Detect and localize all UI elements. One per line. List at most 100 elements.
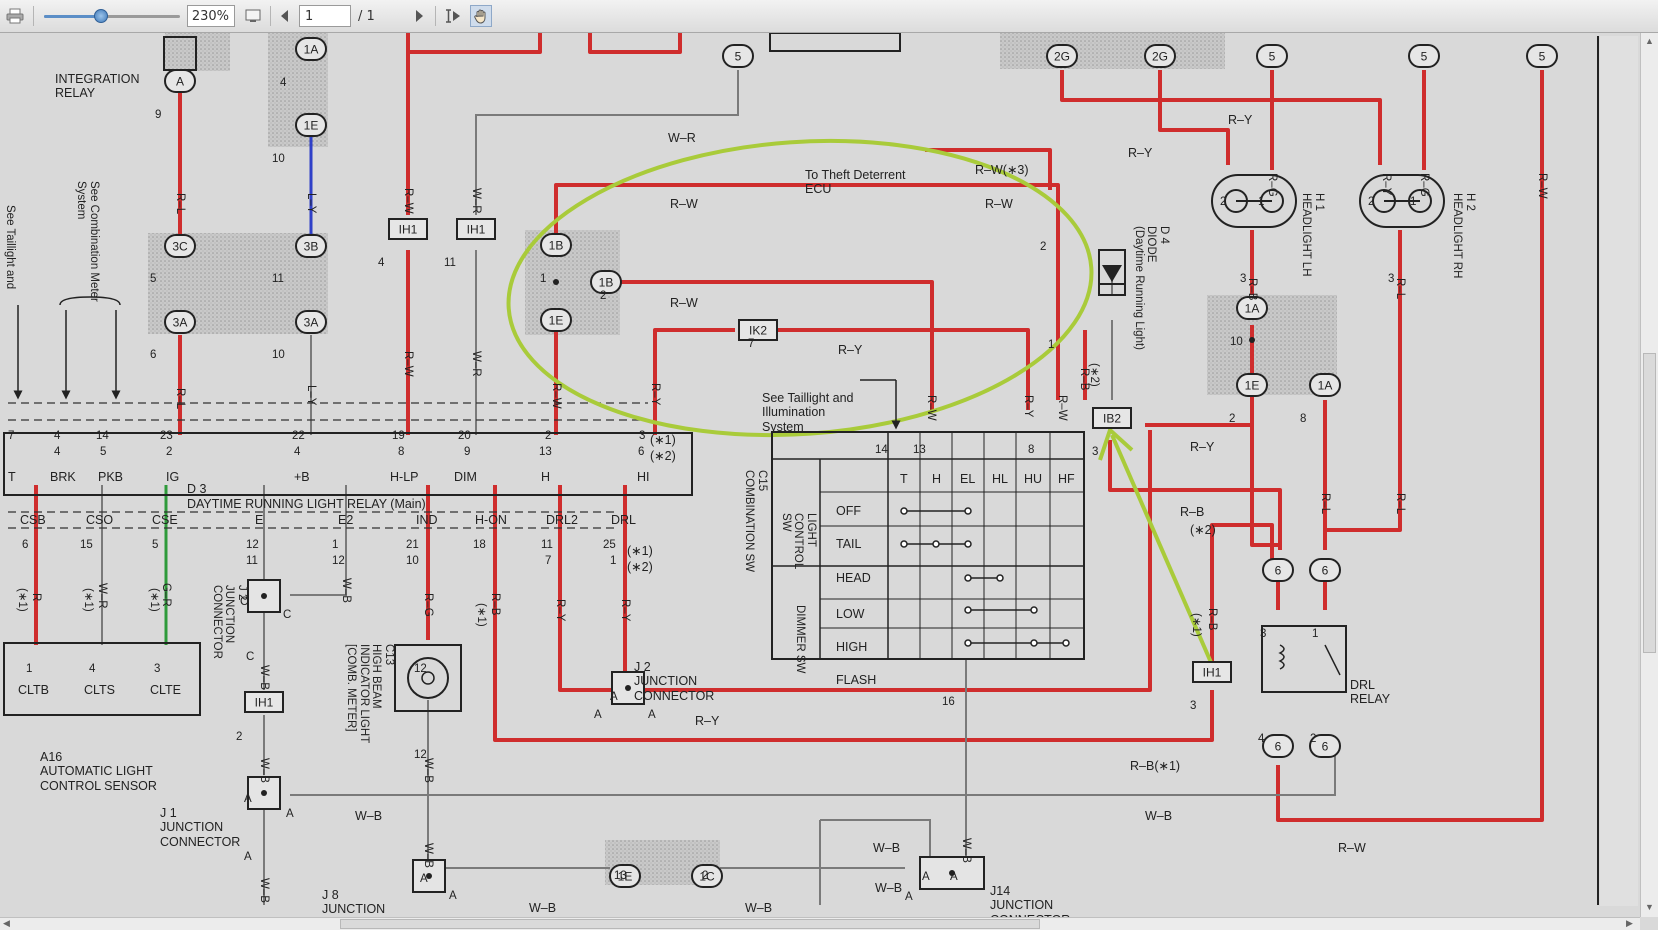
pin-number-13: 1 bbox=[1048, 339, 1055, 351]
wire-label-h-7: R–Y bbox=[1228, 113, 1253, 127]
text-select-icon[interactable] bbox=[442, 5, 464, 27]
pin-number-19: 3 bbox=[1388, 273, 1395, 285]
connector-c-4-1a-0: 1A bbox=[295, 37, 327, 61]
next-page-icon[interactable] bbox=[408, 5, 430, 27]
pin-number-6: 10 bbox=[272, 349, 285, 361]
wire-label-h-18: W–B bbox=[529, 901, 557, 915]
light-control-row-2: HEAD bbox=[836, 571, 871, 585]
svg-text:5: 5 bbox=[1269, 50, 1276, 64]
pin-number-5: 6 bbox=[150, 349, 157, 361]
wire-label-v-25: (∗1) bbox=[16, 588, 28, 612]
pin-number-0: 9 bbox=[155, 109, 162, 121]
wire-label-v-21: R–L bbox=[1394, 493, 1406, 515]
wire-label-v-29: R–B bbox=[489, 593, 501, 616]
svg-text:5: 5 bbox=[1539, 50, 1546, 64]
wire-label-v-39: W–B bbox=[960, 838, 972, 863]
light-control-sw-label: LIGHT CONTROL SW bbox=[779, 513, 817, 570]
wire-label-v-6: W–R bbox=[470, 188, 482, 214]
relay-pin-bottom-5: IND bbox=[416, 513, 438, 527]
wire-label-h-17: W–B bbox=[875, 881, 903, 895]
svg-text:3B: 3B bbox=[304, 240, 319, 254]
svg-text:IH1: IH1 bbox=[255, 696, 274, 710]
wire-label-h-13: W–B bbox=[355, 809, 383, 823]
wire-rb-2 bbox=[1108, 440, 1282, 550]
headlight-lh bbox=[1211, 174, 1297, 228]
pin-number-26: 2 bbox=[1310, 733, 1317, 745]
junction-squares bbox=[247, 579, 985, 893]
relay-d3-ref: D 3 bbox=[187, 482, 207, 496]
pin-number-7: 4 bbox=[378, 257, 385, 269]
vertical-scrollbar[interactable]: ▲ ▼ bbox=[1640, 33, 1658, 917]
horizontal-scroll-thumb[interactable] bbox=[340, 919, 1040, 929]
svg-text:1E: 1E bbox=[618, 870, 633, 884]
scroll-left-icon[interactable]: ◀ bbox=[3, 918, 10, 928]
wire-label-v-35: W–B bbox=[258, 878, 270, 903]
wire-label-v-24: G–R bbox=[160, 583, 172, 607]
svg-text:1A: 1A bbox=[1318, 379, 1333, 393]
pin-number-18: 3 bbox=[1240, 273, 1247, 285]
switch-column-0: T bbox=[900, 472, 908, 486]
pin-number-12: 2 bbox=[1040, 241, 1047, 253]
connector-c-11-3b-4: 3B bbox=[295, 234, 327, 258]
wire-label-h-2: R–W(∗3) bbox=[975, 163, 1029, 177]
connector-c-6-20: 6 bbox=[1309, 558, 1341, 582]
svg-text:IK2: IK2 bbox=[749, 324, 767, 338]
pin-number-59: 18 bbox=[473, 539, 486, 551]
connector-c-1e-right-17: 1E bbox=[1236, 373, 1268, 397]
switch-column-5: HF bbox=[1058, 472, 1075, 486]
fit-page-icon[interactable] bbox=[242, 5, 264, 27]
wire-label-h-20: (∗1) bbox=[650, 433, 676, 447]
wire-label-v-33: W–B bbox=[258, 665, 270, 690]
wire-label-h-19: W–B bbox=[745, 901, 773, 915]
relay-d3-box bbox=[3, 432, 693, 496]
connector-c-1b-2-8: 1B bbox=[590, 270, 622, 294]
pin-number-11: 7 bbox=[748, 338, 755, 350]
connector-ih1-2: IH1 bbox=[244, 691, 284, 713]
relay-pin-top-3: IG bbox=[166, 470, 180, 484]
junction-letter-4: A bbox=[286, 808, 294, 820]
wire-5-r-w-right bbox=[1276, 70, 1544, 822]
see-taillight-cut-label: See Taillight and bbox=[4, 205, 16, 290]
wire-label-h-21: (∗2) bbox=[650, 449, 676, 463]
toolbar-separator bbox=[435, 6, 436, 26]
svg-text:1E: 1E bbox=[304, 119, 319, 133]
scroll-down-icon[interactable]: ▼ bbox=[1645, 902, 1654, 912]
junction-letter-0: C bbox=[240, 596, 249, 608]
pin-number-16: 2 bbox=[1368, 196, 1375, 208]
junction-letter-1: C bbox=[283, 609, 292, 621]
wire-label-h-16: W–B bbox=[873, 841, 901, 855]
hand-tool-icon[interactable] bbox=[470, 5, 492, 27]
light-control-row-0: OFF bbox=[836, 504, 861, 518]
svg-text:1A: 1A bbox=[304, 43, 319, 57]
pin-number-34: 12 bbox=[414, 749, 427, 761]
svg-text:A: A bbox=[176, 75, 184, 89]
wire-label-h-11: R–Y bbox=[695, 714, 720, 728]
connector-c-5-b-13: 5 bbox=[1256, 44, 1288, 68]
connector-c-1a-right2-18: 1A bbox=[1309, 373, 1341, 397]
zoom-field[interactable]: 230% bbox=[187, 5, 235, 27]
pin-number-38: 14 bbox=[96, 430, 109, 442]
pin-number-58: 21 bbox=[406, 539, 419, 551]
pin-number-27: 3 bbox=[1190, 700, 1197, 712]
switch-column-3: HL bbox=[992, 472, 1008, 486]
relay-pin-bottom-7: DRL2 bbox=[546, 513, 578, 527]
svg-text:IH1: IH1 bbox=[399, 223, 418, 237]
svg-text:IH1: IH1 bbox=[1203, 666, 1222, 680]
zoom-slider-knob[interactable] bbox=[94, 9, 109, 23]
scroll-up-icon[interactable]: ▲ bbox=[1645, 36, 1654, 46]
arrows bbox=[13, 296, 901, 430]
connector-c-5-3c-3: 3C bbox=[164, 234, 196, 258]
page-number-input[interactable]: 1 bbox=[299, 5, 351, 27]
zoom-slider[interactable] bbox=[44, 5, 180, 27]
previous-page-icon[interactable] bbox=[274, 5, 296, 27]
wire-label-h-4: R–W bbox=[670, 296, 698, 310]
vertical-scroll-thumb[interactable] bbox=[1643, 353, 1656, 653]
zoom-slider-fill bbox=[44, 15, 102, 18]
horizontal-scrollbar[interactable]: ◀ ▶ bbox=[0, 917, 1640, 930]
scroll-right-icon[interactable]: ▶ bbox=[1626, 918, 1633, 928]
svg-text:6: 6 bbox=[1322, 740, 1329, 754]
print-icon[interactable] bbox=[4, 5, 26, 27]
wire-hi-r-y bbox=[653, 328, 735, 435]
headlight-rh-label: H 2 HEADLIGHT RH bbox=[1451, 193, 1476, 279]
